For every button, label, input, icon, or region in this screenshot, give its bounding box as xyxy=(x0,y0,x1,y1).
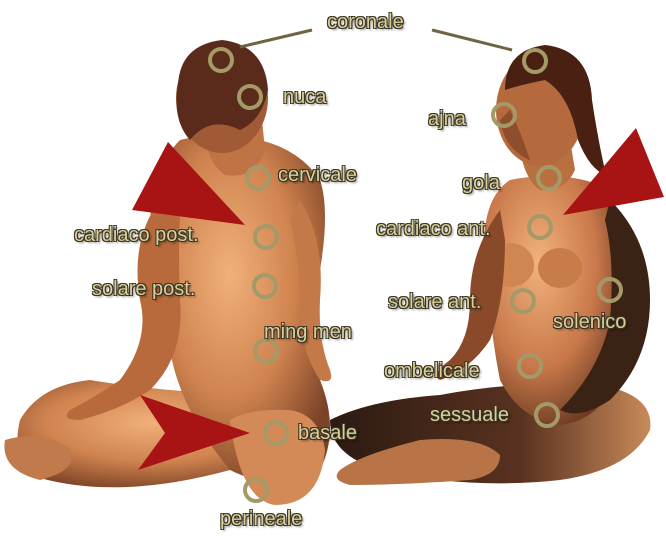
label-cardiaco-post: cardiaco post. xyxy=(74,225,199,245)
label-nuca: nuca xyxy=(283,87,326,107)
label-perineale: perineale xyxy=(220,509,302,529)
label-sessuale: sessuale xyxy=(430,405,509,425)
label-solare-post: solare post. xyxy=(92,279,195,299)
coronale-connector-left xyxy=(240,30,312,47)
coronale-connector-right xyxy=(432,30,512,50)
label-cervicale: cervicale xyxy=(278,165,357,185)
label-ming-men: ming men xyxy=(264,322,352,342)
label-basale: basale xyxy=(298,423,357,443)
label-ombelicale: ombelicale xyxy=(384,361,480,381)
label-cardiaco-ant: cardiaco ant. xyxy=(376,219,491,239)
label-gola: gola xyxy=(462,173,500,193)
label-solenico: solenico xyxy=(553,312,626,332)
label-ajna: ajna xyxy=(428,109,466,129)
label-coronale: coronale xyxy=(327,12,404,32)
label-solare-ant: solare ant. xyxy=(388,292,481,312)
